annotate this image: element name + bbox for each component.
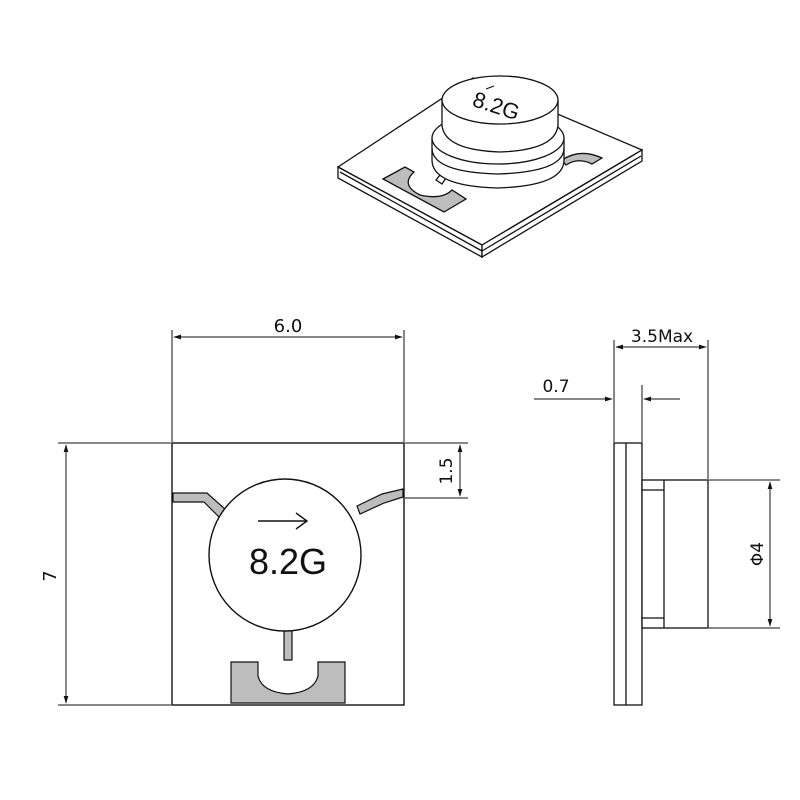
- cap-diameter-dim-label: Φ4: [748, 542, 768, 566]
- iso-pad-right: [561, 152, 604, 166]
- iso-pad-front: [381, 166, 468, 213]
- pin-offset-dim-label: 1.5: [437, 457, 457, 484]
- height-dim-label: 7: [40, 570, 61, 581]
- thickness-dim-label: 3.5Max: [631, 327, 693, 347]
- front-view: 8.2G 6.0 7 1.5: [40, 316, 468, 706]
- iso-cap-top: [441, 75, 559, 125]
- lead-right: [356, 488, 404, 515]
- bottom-pad: [230, 661, 346, 704]
- base-thickness-dim-label: 0.7: [542, 377, 569, 397]
- cap-circle: [208, 478, 362, 632]
- front-marking: 8.2G: [249, 541, 327, 582]
- side-base-plate: [613, 442, 643, 706]
- side-cap-body: [641, 479, 709, 629]
- width-dim-label: 6.0: [274, 316, 303, 337]
- side-view: [613, 442, 709, 706]
- isometric-view: [336, 75, 644, 259]
